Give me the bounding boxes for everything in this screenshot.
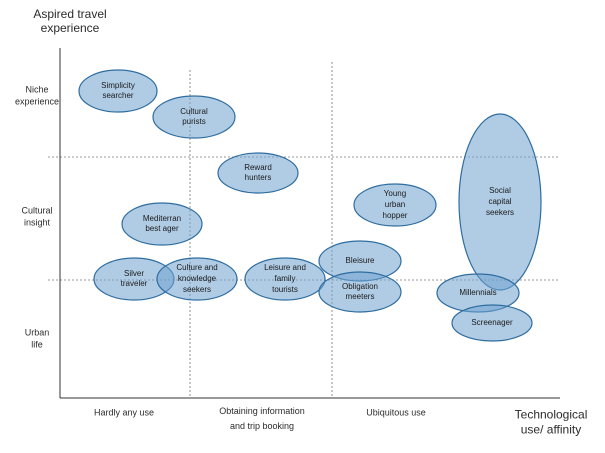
label-bleisure: Bleisure bbox=[346, 256, 375, 265]
label-millennials: Millennials bbox=[459, 288, 496, 297]
bubble-reward-hunters bbox=[217, 152, 299, 194]
x-tick-hardly: Hardly any use bbox=[94, 407, 154, 417]
bubble-mediterran-best-ager bbox=[121, 202, 203, 246]
bubble-obligation-meeters bbox=[318, 271, 402, 313]
bubble-culture-knowledge-seekers bbox=[156, 257, 238, 301]
bubble-leisure-family-tourists bbox=[244, 257, 326, 301]
bubble-young-urban-hopper bbox=[353, 183, 437, 227]
bubble-simplicity-searcher bbox=[78, 69, 158, 113]
axes bbox=[59, 48, 560, 399]
label-screenager: Screenager bbox=[471, 318, 513, 327]
bubble-screenager bbox=[451, 304, 533, 342]
bubble-cultural-purists bbox=[152, 95, 236, 139]
x-tick-ubiquitous: Ubiquitous use bbox=[366, 407, 426, 417]
